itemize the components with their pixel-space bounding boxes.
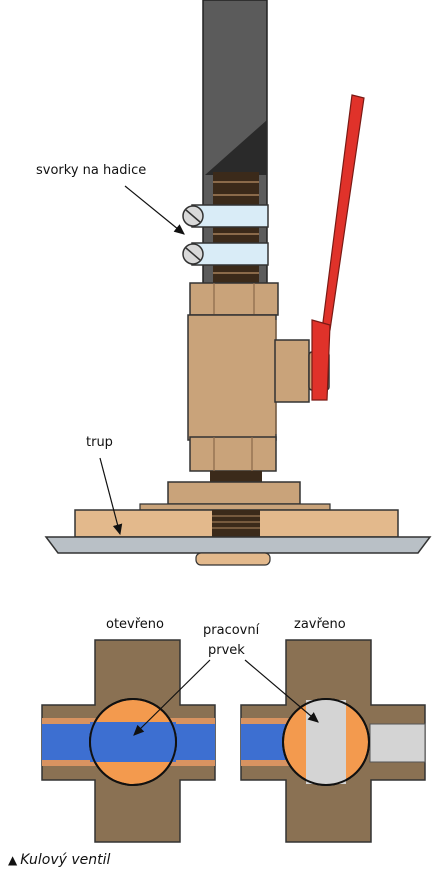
ball-bore-open bbox=[90, 722, 176, 762]
label-open: otevřeno bbox=[106, 617, 164, 632]
ball-bore-closed bbox=[306, 700, 346, 784]
label-hose-clamps: svorky na hadice bbox=[36, 163, 146, 178]
lower-nut bbox=[189, 436, 277, 472]
upper-nut bbox=[189, 282, 279, 316]
label-working-element-2: prvek bbox=[208, 643, 245, 658]
threaded-neck bbox=[210, 471, 262, 483]
valve-section-open bbox=[41, 639, 216, 843]
caption-marker: ▲ bbox=[8, 853, 18, 867]
valve-section-closed bbox=[240, 639, 426, 843]
hose-clamp-lower bbox=[182, 242, 269, 266]
label-working-element-1: pracovní bbox=[203, 623, 260, 638]
pipe-channel-right bbox=[369, 723, 426, 763]
arrow-body bbox=[99, 457, 123, 536]
handle-lever-lower bbox=[311, 319, 331, 401]
valve-body bbox=[187, 314, 277, 441]
flange-nut bbox=[167, 481, 301, 505]
arrow-working-element-closed bbox=[244, 659, 319, 723]
hose-inner-thread bbox=[213, 172, 259, 284]
base-plate bbox=[44, 536, 432, 554]
hose-clamp-upper bbox=[182, 204, 269, 228]
valve-assembly bbox=[44, 0, 432, 566]
hull-thread bbox=[212, 510, 260, 537]
hose-cut-shadow bbox=[205, 120, 267, 175]
arrow-working-element-open bbox=[133, 659, 211, 736]
flange-base bbox=[139, 503, 331, 511]
stem-boss bbox=[274, 339, 310, 403]
figure-caption: ▲Kulový ventil bbox=[8, 852, 110, 868]
caption-text: Kulový ventil bbox=[20, 852, 111, 868]
bottom-fitting bbox=[195, 552, 271, 566]
arrow-hose-clamps bbox=[124, 185, 185, 235]
handle-lever bbox=[321, 94, 365, 331]
label-closed: zavřeno bbox=[294, 617, 346, 632]
hull-thread-lines bbox=[212, 515, 260, 529]
label-body: trup bbox=[86, 435, 113, 450]
